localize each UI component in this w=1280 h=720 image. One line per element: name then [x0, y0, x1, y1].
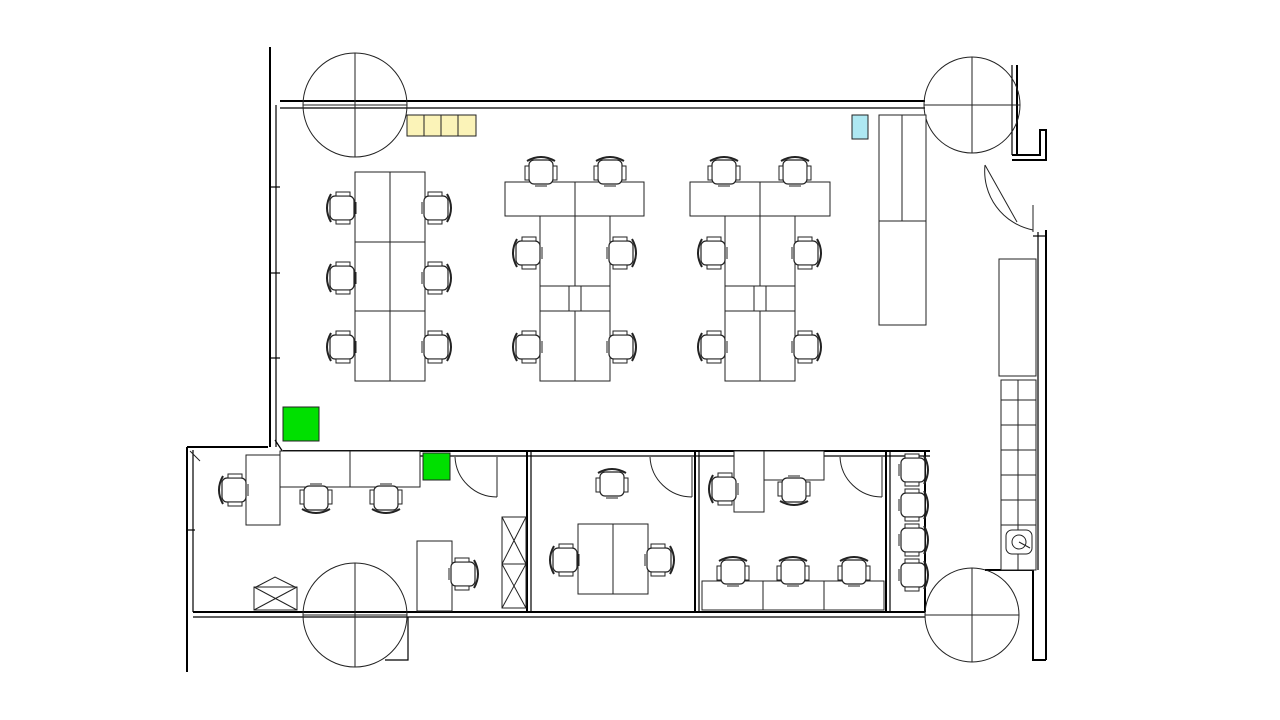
- chair: [549, 543, 580, 577]
- chair: [524, 156, 558, 187]
- chair: [898, 558, 929, 592]
- chair: [697, 330, 728, 364]
- reception-corridor: [245, 450, 527, 612]
- chair: [595, 468, 629, 499]
- chair: [512, 236, 543, 270]
- office-chairs: [218, 156, 929, 592]
- door-office-middle: [649, 456, 693, 498]
- chair: [326, 191, 357, 225]
- chair: [707, 156, 741, 187]
- chair: [448, 557, 479, 591]
- column-bottom-right: [924, 567, 1020, 663]
- chair: [606, 330, 637, 364]
- chair: [369, 483, 403, 514]
- chair: [708, 472, 739, 506]
- door-office-right: [839, 456, 883, 498]
- right-cabinets: [878, 114, 1037, 571]
- chair: [778, 156, 812, 187]
- chair: [512, 330, 543, 364]
- chair: [606, 236, 637, 270]
- desk-cluster-right: [689, 181, 831, 382]
- chair: [837, 556, 871, 587]
- chair: [716, 556, 750, 587]
- chair: [326, 330, 357, 364]
- chair: [421, 191, 452, 225]
- green-zone-open-area: [282, 406, 320, 442]
- structural-columns: [302, 52, 1021, 668]
- chair: [898, 453, 929, 487]
- doors: [189, 164, 1034, 498]
- chair: [777, 475, 811, 506]
- column-top-right: [923, 56, 1021, 154]
- chair: [898, 523, 929, 557]
- chair: [776, 556, 810, 587]
- chair: [421, 330, 452, 364]
- sink-icon: [1005, 529, 1033, 555]
- chair: [791, 236, 822, 270]
- blue-zone-top-right: [851, 114, 869, 140]
- chair: [326, 261, 357, 295]
- highlight-zones: [282, 114, 869, 481]
- chair: [697, 236, 728, 270]
- chair: [898, 488, 929, 522]
- door-meeting-left: [454, 456, 498, 498]
- entrance-door: [984, 164, 1034, 232]
- green-zone-corridor: [422, 452, 451, 481]
- chair: [644, 543, 675, 577]
- desk-cluster-middle: [504, 181, 645, 382]
- chair: [218, 473, 249, 507]
- chair: [593, 156, 627, 187]
- chair: [791, 330, 822, 364]
- desk-cluster-left: [354, 171, 426, 382]
- chair: [299, 483, 333, 514]
- chair: [421, 261, 452, 295]
- yellow-storage-cabinets: [406, 114, 477, 137]
- column-bottom-left: [302, 562, 408, 668]
- meeting-room: [577, 523, 649, 595]
- door-corridor-left: [189, 450, 201, 462]
- column-top-left: [302, 52, 408, 158]
- storage-crates: [501, 516, 527, 609]
- plant-box: [253, 576, 298, 611]
